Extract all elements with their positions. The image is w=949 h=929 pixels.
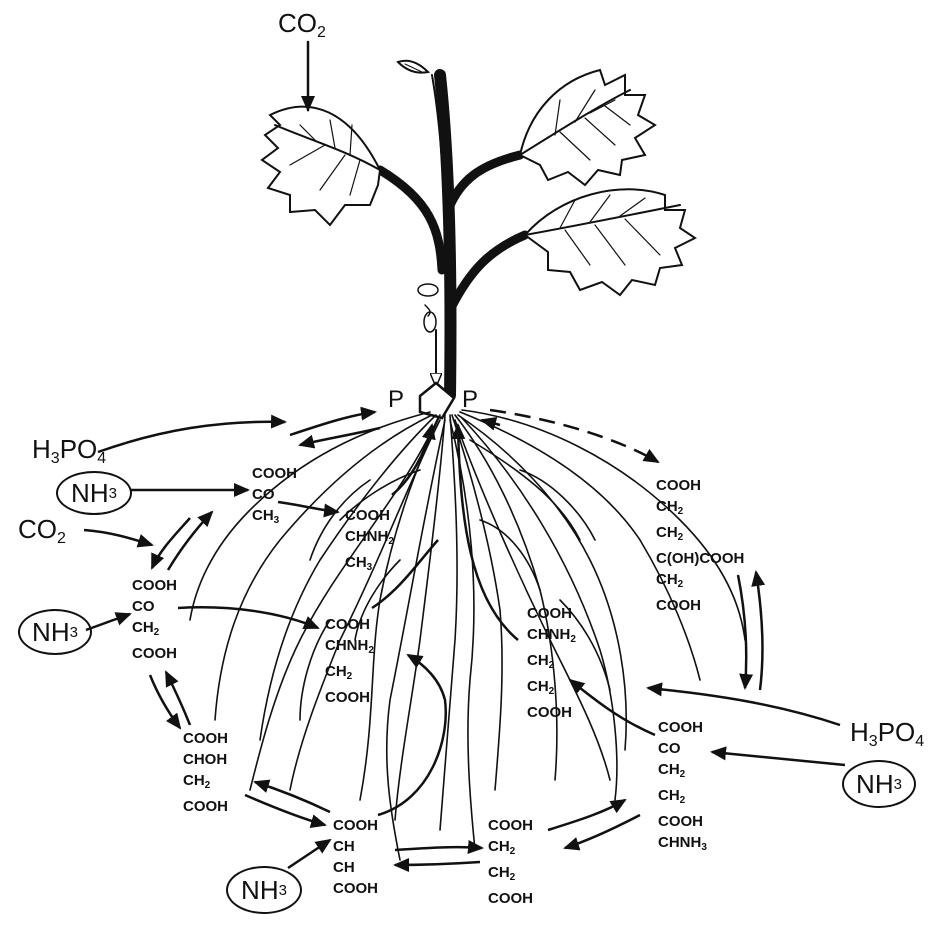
- formula-line: CH2: [658, 759, 707, 785]
- stem-bud-lower: [424, 312, 436, 332]
- left-branch: [380, 170, 442, 270]
- dashed-arrow-to-citrate: [490, 410, 658, 462]
- formula-line: C(OH)COOH: [656, 548, 744, 569]
- formula-line: CH3: [252, 505, 297, 531]
- formula-line: CH2: [527, 650, 576, 676]
- formula-line: CH2: [656, 496, 744, 522]
- left-leaf: [262, 107, 380, 225]
- formula-line: CHNH2: [527, 624, 576, 650]
- lower-right-leaf: [525, 189, 695, 295]
- formula-line: CH3: [345, 552, 394, 578]
- formula-line: CH2: [656, 569, 744, 595]
- upper-right-branch: [448, 155, 520, 210]
- formula-line: COOH: [132, 643, 177, 664]
- formula-line: COOH: [527, 702, 576, 723]
- formula-line: CO: [252, 484, 297, 505]
- formula-line: COOH: [333, 878, 378, 899]
- formula-line: COOH: [325, 687, 374, 708]
- formula-line: CH: [333, 857, 378, 878]
- formula-line: COOH: [183, 728, 228, 749]
- h3po4-left-label: H3PO4: [32, 436, 106, 467]
- formula-line: COOH: [656, 475, 744, 496]
- formula-line: CH2: [527, 676, 576, 702]
- co2-top-label: CO2: [278, 10, 326, 41]
- formula-line: COOH: [658, 717, 707, 738]
- formula-line: COOH: [656, 595, 744, 616]
- formula-line: COOH: [345, 505, 394, 526]
- h3po4-left-arrow: [98, 422, 285, 452]
- upper-right-leaf: [520, 70, 655, 185]
- h3po4-right-label: H3PO4: [850, 719, 924, 750]
- formula-line: CHNH2: [325, 635, 374, 661]
- formula-line: CH: [333, 836, 378, 857]
- formula-line: CH2: [656, 522, 744, 548]
- formula-line: COOH: [527, 603, 576, 624]
- formula-line: COOH: [658, 811, 707, 832]
- formula-line: CH2: [488, 862, 533, 888]
- formula-line: CHOH: [183, 749, 228, 770]
- stem-bud-upper: [418, 284, 438, 296]
- formula-line: COOH: [252, 463, 297, 484]
- formula-line: CH2: [183, 770, 228, 796]
- formula-line: CH2: [325, 661, 374, 687]
- formula-line: COOH: [183, 796, 228, 817]
- p-right-label: P: [462, 388, 478, 412]
- formula-line: COOH: [325, 614, 374, 635]
- formula-line: CH2: [488, 836, 533, 862]
- formula-line: CHNH2: [345, 526, 394, 552]
- formula-line: COOH: [488, 815, 533, 836]
- p-left-label: P: [388, 388, 404, 412]
- formula-line: CHNH3: [658, 832, 707, 858]
- formula-line: CO: [132, 596, 177, 617]
- lower-right-branch: [450, 235, 525, 310]
- plant-shoot: [262, 42, 695, 395]
- top-bud: [398, 61, 428, 73]
- formula-line: COOH: [488, 888, 533, 909]
- formula-line: CH2: [658, 785, 707, 811]
- formula-line: CH2: [132, 617, 177, 643]
- formula-line: COOH: [333, 815, 378, 836]
- formula-line: COOH: [132, 575, 177, 596]
- formula-line: CO: [658, 738, 707, 759]
- co2-left-label: CO2: [18, 516, 66, 547]
